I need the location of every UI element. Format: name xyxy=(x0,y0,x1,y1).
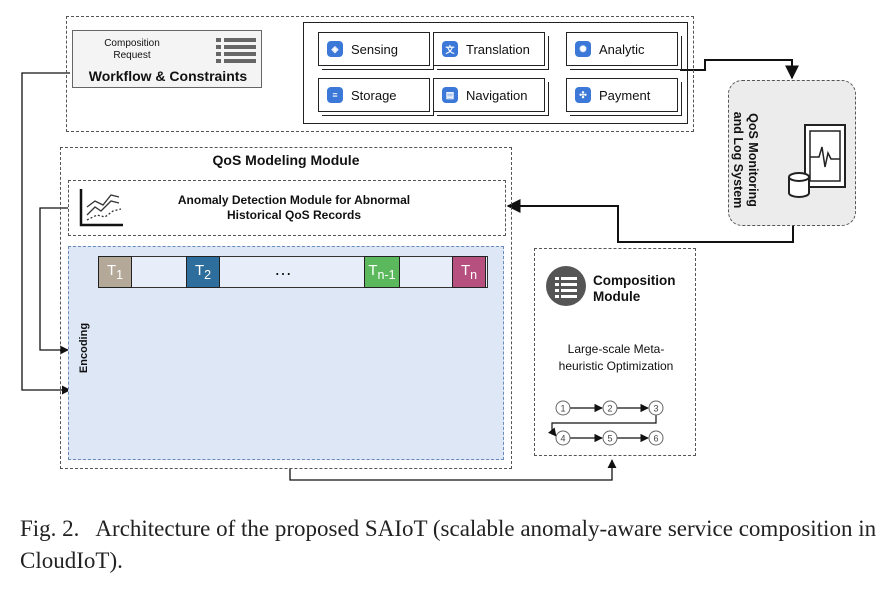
service-label: Sensing xyxy=(351,41,398,57)
composition-desc-line1: Large-scale Meta- xyxy=(567,342,665,356)
workflow-constraints-title: Workflow & Constraints xyxy=(88,68,248,84)
anomaly-title-line2: Historical QoS Records xyxy=(226,208,362,222)
database-monitor-icon xyxy=(787,119,849,199)
request-label-line1: Composition xyxy=(104,38,160,49)
qos-monitoring-line1: QoS Monitoring xyxy=(746,113,760,207)
composition-node-label: 3 xyxy=(653,404,658,414)
qos-monitoring-line2: and Log System xyxy=(731,111,745,209)
service-sensing: ◈ Sensing xyxy=(318,32,430,66)
list-circle-icon xyxy=(545,265,587,307)
composition-node-label: 6 xyxy=(653,434,658,444)
encoding-to-composition-arrow xyxy=(289,459,617,481)
translation-icon: 文 xyxy=(442,41,458,57)
anomaly-to-encoding-arrow xyxy=(39,207,69,355)
encoding-label: Encoding xyxy=(78,322,90,374)
composition-node-label: 1 xyxy=(560,404,565,414)
service-storage: ≡ Storage xyxy=(318,78,430,112)
composition-wrap-edge xyxy=(547,415,657,437)
payment-icon: ✣ xyxy=(575,87,591,103)
time-box-t2: T2 xyxy=(186,256,220,288)
monitoring-to-anomaly-arrow xyxy=(506,199,794,243)
composition-node xyxy=(555,400,571,416)
services-panel xyxy=(303,22,688,124)
request-label-line2: Request xyxy=(113,50,151,61)
composition-title-line2: Module xyxy=(593,289,641,304)
storage-icon: ≡ xyxy=(327,87,343,103)
navigation-icon: ▤ xyxy=(442,87,458,103)
service-analytic: ✺ Analytic xyxy=(566,32,678,66)
composition-node xyxy=(648,400,664,416)
time-box-tn: Tn xyxy=(452,256,486,288)
composition-node xyxy=(648,430,664,446)
list-icon xyxy=(216,38,256,64)
encoding-label-wrap: Encoding xyxy=(70,320,100,380)
time-box-t1: T1 xyxy=(98,256,132,288)
service-label: Navigation xyxy=(466,87,528,103)
qos-monitoring-box: QoS Monitoring and Log System xyxy=(728,80,856,226)
time-box-tn-1: Tn-1 xyxy=(364,256,400,288)
composition-desc-line2: heuristic Optimization xyxy=(558,359,674,373)
figure-caption: Fig. 2. Architecture of the proposed SAI… xyxy=(20,513,880,577)
service-navigation: ▤ Navigation xyxy=(433,78,545,112)
service-label: Payment xyxy=(599,87,651,103)
composition-node-label: 2 xyxy=(607,404,612,414)
request-services-region xyxy=(66,16,694,132)
qos-modeling-module xyxy=(60,147,512,469)
composition-node xyxy=(602,430,618,446)
service-label: Analytic xyxy=(599,41,645,57)
caption-prefix: Fig. 2. xyxy=(20,516,80,541)
time-sequence-bar xyxy=(98,256,488,288)
composition-node-label: 4 xyxy=(560,434,565,444)
service-translation: 文 Translation xyxy=(433,32,545,66)
services-to-monitoring-arrow xyxy=(680,59,799,80)
analytic-icon: ✺ xyxy=(575,41,591,57)
composition-title-line1: Composition xyxy=(593,273,676,288)
request-to-encoding-arrow xyxy=(21,72,71,395)
chart-trend-icon xyxy=(77,187,125,229)
composition-request-box: Composition Request Workflow & Constrain… xyxy=(72,30,262,88)
service-payment: ✣ Payment xyxy=(566,78,678,112)
composition-node xyxy=(555,430,571,446)
anomaly-detection-box: Anomaly Detection Module for Abnormal Hi… xyxy=(68,180,506,236)
composition-module-box: Composition Module Large-scale Meta- heu… xyxy=(534,248,696,456)
service-label: Translation xyxy=(466,41,530,57)
anomaly-title-line1: Anomaly Detection Module for Abnormal xyxy=(177,193,411,207)
time-ellipsis: … xyxy=(274,259,292,279)
caption-text: Architecture of the proposed SAIoT (scal… xyxy=(20,516,877,573)
composition-node-label: 5 xyxy=(607,434,612,444)
service-label: Storage xyxy=(351,87,397,103)
sensing-icon: ◈ xyxy=(327,41,343,57)
composition-node xyxy=(602,400,618,416)
qos-modeling-title: QoS Modeling Module xyxy=(212,152,360,168)
